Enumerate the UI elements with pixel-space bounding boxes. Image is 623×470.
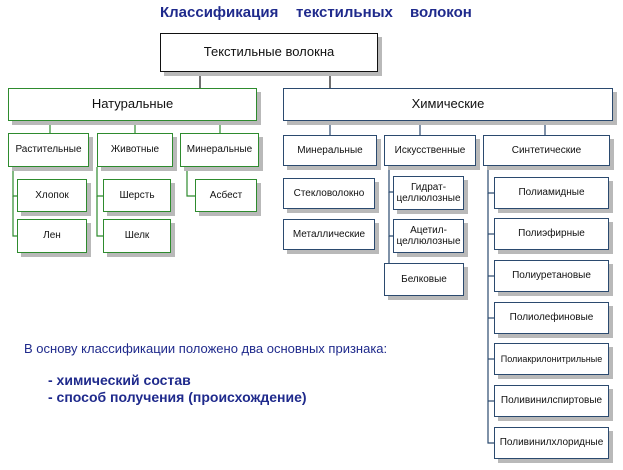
artificial-item-acetyl-cellulose: Ацетил- целлюлозные [393, 219, 464, 253]
synthetic-item-polyamide: Полиамидные [494, 177, 609, 209]
note-point-1: - химический состав [48, 372, 191, 388]
note-point-2: - способ получения (происхождение) [48, 389, 307, 405]
natural-plant-node: Растительные [8, 133, 89, 167]
chemical-artificial-node: Искусственные [384, 135, 476, 166]
diagram-title: Классификация текстильных волокон [0, 4, 623, 26]
chemical-node: Химические [283, 88, 613, 121]
artificial-item-protein: Белковые [384, 263, 464, 296]
plant-item-linen: Лен [17, 219, 87, 253]
synthetic-item-polyacrylonitrile: Полиакрилонитрильные [494, 343, 609, 375]
synthetic-item-polyolefin: Полиолефиновые [494, 302, 609, 334]
animal-item-silk: Шелк [103, 219, 171, 253]
title-word-1: Классификация [160, 4, 279, 21]
root-node: Текстильные волокна [160, 33, 378, 72]
mineral-item-asbestos: Асбест [195, 179, 257, 212]
chemical-mineral-node: Минеральные [283, 135, 377, 166]
artificial-item-hydrate-cellulose: Гидрат- целлюлозные [393, 176, 464, 210]
plant-item-cotton: Хлопок [17, 179, 87, 212]
natural-animal-node: Животные [97, 133, 173, 167]
natural-mineral-node: Минеральные [180, 133, 259, 167]
chemical-synthetic-node: Синтетические [483, 135, 610, 166]
animal-item-wool: Шерсть [103, 179, 171, 212]
synthetic-item-polyvinyl-alcohol: Поливинилспиртовые [494, 385, 609, 417]
mineral-item-glass-fiber: Стекловолокно [283, 178, 375, 209]
mineral-item-metallic: Металлические [283, 219, 375, 250]
synthetic-item-polyurethane: Полиуретановые [494, 260, 609, 292]
synthetic-item-polyvinyl-chloride: Поливинилхлоридные [494, 427, 609, 459]
synthetic-item-polyester: Полиэфирные [494, 218, 609, 250]
note-heading: В основу классификации положено два осно… [24, 341, 388, 356]
title-word-2: текстильных [296, 4, 393, 21]
title-word-3: волокон [410, 4, 472, 21]
natural-node: Натуральные [8, 88, 257, 121]
